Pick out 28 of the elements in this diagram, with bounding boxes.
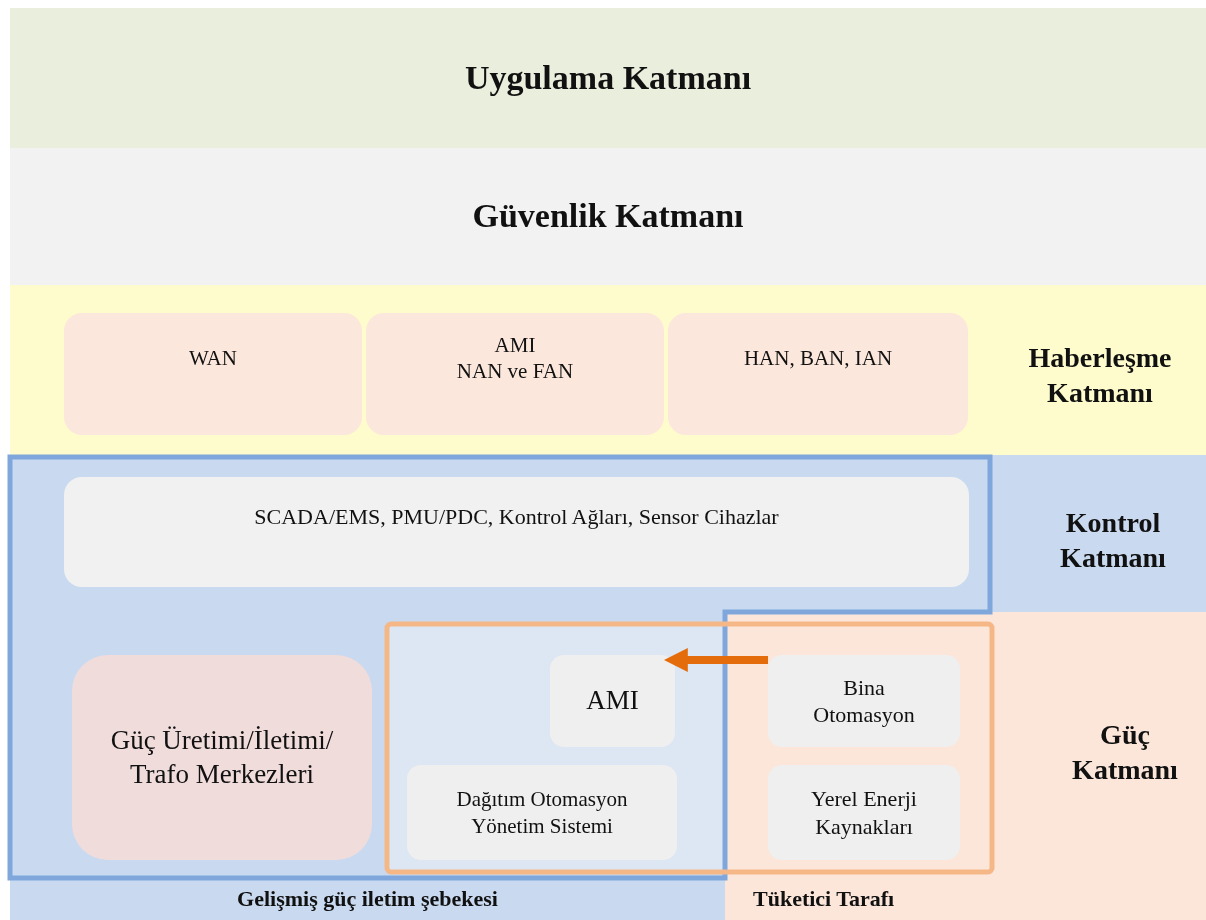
system-label: AMI <box>586 684 639 718</box>
layer-title: Uygulama Katmanı <box>464 57 752 98</box>
layer-band <box>10 612 1206 920</box>
system-box <box>550 655 675 747</box>
system-label: Bina Otomasyon <box>812 673 916 729</box>
layer-title: Güvenlik Katmanı <box>472 196 744 237</box>
layer-title: Kontrol Katmanı <box>1059 506 1167 575</box>
system-label: Dağıtım Otomasyon Yönetim Sistemi <box>455 786 629 839</box>
power-label: Güç Üretimi/İletimi/ Trafo Merkezleri <box>109 723 335 791</box>
network-label: NAN ve FAN <box>456 358 574 385</box>
layer-title: Haberleşme Katmanı <box>1027 341 1173 410</box>
layer-title: Güç Katmanı <box>1071 718 1179 787</box>
layer-band <box>10 455 1206 612</box>
system-box <box>768 655 960 747</box>
network-label: HAN, BAN, IAN <box>743 344 893 372</box>
grid-area <box>10 612 725 920</box>
layer-band <box>10 8 1206 148</box>
control-box <box>64 477 969 587</box>
network-label: AMI <box>493 331 537 358</box>
power-box <box>72 655 372 860</box>
network-label: WAN <box>189 344 237 372</box>
area-title: Tüketici Tarafı <box>752 885 895 913</box>
arrow <box>663 648 768 672</box>
control-label: SCADA/EMS, PMU/PDC, Kontrol Ağları, Sensor Cihazlar <box>254 503 779 531</box>
layer-band <box>10 285 1206 455</box>
area-title: Gelişmiş güç iletim şebekesi <box>237 885 498 913</box>
layer-band <box>10 148 1206 285</box>
system-label: Yerel Enerji Kaynakları <box>810 785 918 840</box>
